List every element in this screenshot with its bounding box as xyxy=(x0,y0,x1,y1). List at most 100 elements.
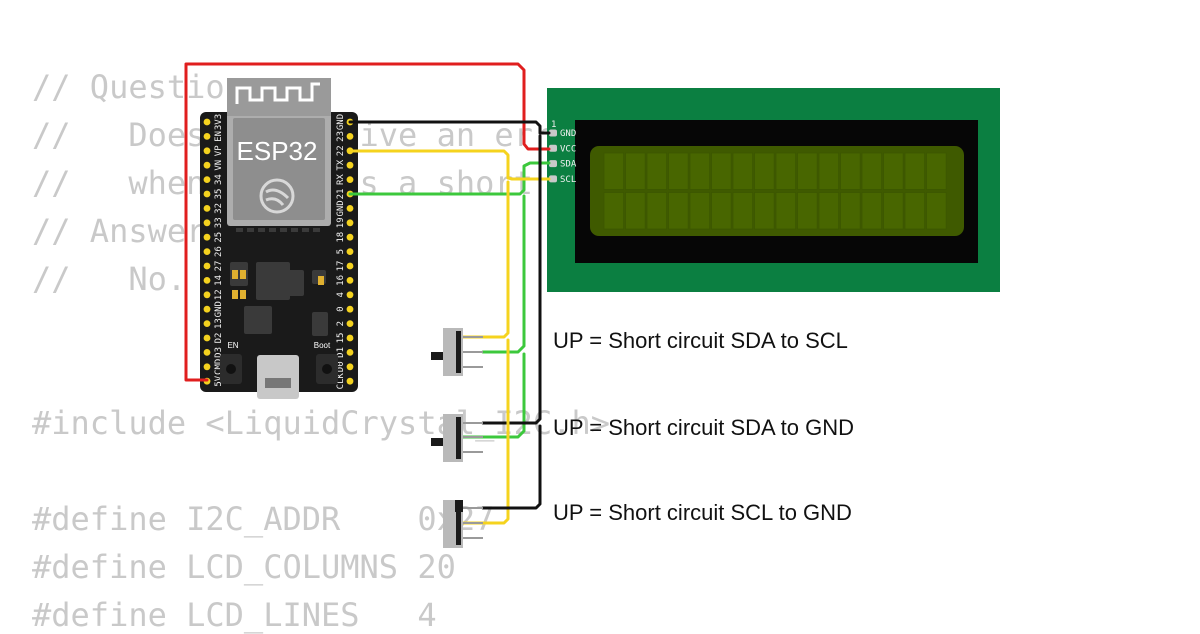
lcd-cell xyxy=(646,192,667,230)
esp32-pin[interactable] xyxy=(346,161,354,169)
esp32-pin[interactable] xyxy=(346,219,354,227)
lcd-cell xyxy=(926,152,947,190)
esp32-pin-label: GND xyxy=(336,200,346,216)
switch-slot xyxy=(456,417,461,459)
esp32-pin[interactable] xyxy=(203,161,211,169)
esp32-pin[interactable] xyxy=(346,377,354,385)
wire-gnd[interactable] xyxy=(348,120,551,135)
slide-switch-scl-gnd[interactable]: UP = Short circuit SCL to GND xyxy=(443,500,852,548)
lcd-pin-label: VCC xyxy=(560,144,576,154)
smd-component xyxy=(312,312,328,336)
smd-resistor xyxy=(240,270,246,279)
esp32-pin[interactable] xyxy=(346,248,354,256)
module-shield xyxy=(233,118,325,220)
wire-switch1-sda[interactable] xyxy=(481,194,526,354)
esp32-pin[interactable] xyxy=(203,133,211,140)
lcd-cell xyxy=(840,192,861,230)
esp32-pin[interactable] xyxy=(203,363,211,371)
antenna-trace-icon xyxy=(235,82,320,104)
esp32-pin[interactable] xyxy=(346,291,354,299)
esp32-pin[interactable] xyxy=(346,334,354,342)
esp32-pin-label: 32 xyxy=(214,203,224,214)
smd-component xyxy=(230,262,248,286)
lcd-cell xyxy=(625,192,646,230)
lcd-cell xyxy=(603,152,624,190)
esp32-pin-label: RX xyxy=(336,174,346,185)
code-include-line: #include <LiquidCrystal_I2C.h> xyxy=(32,404,610,442)
lcd-cell xyxy=(711,152,732,190)
lcd-pin[interactable] xyxy=(549,160,557,168)
esp32-pin[interactable] xyxy=(203,277,211,284)
wire-switch3-gnd[interactable] xyxy=(481,424,542,510)
lcd-pin[interactable] xyxy=(549,129,557,137)
esp32-pin-label: 14 xyxy=(214,275,224,286)
esp32-pin[interactable] xyxy=(203,190,211,198)
esp32-pin[interactable] xyxy=(346,305,354,313)
lcd-cell xyxy=(861,192,882,230)
esp32-pin[interactable] xyxy=(203,233,211,241)
esp32-pin-label: 33 xyxy=(214,217,224,228)
wire-vcc[interactable] xyxy=(184,62,551,382)
lcd-pin[interactable] xyxy=(549,144,557,152)
switch-slot xyxy=(456,503,461,545)
esp32-pin[interactable] xyxy=(203,176,211,184)
esp32-pin[interactable] xyxy=(346,205,354,212)
esp32-pin-label: 15 xyxy=(336,333,346,344)
esp32-pin[interactable] xyxy=(346,363,354,371)
esp32-pin[interactable] xyxy=(203,262,211,270)
esp32-pin-label: GND xyxy=(336,114,346,130)
esp32-pin[interactable] xyxy=(346,176,354,184)
esp32-pin[interactable] xyxy=(203,334,211,342)
lcd-cell xyxy=(668,192,689,230)
en-button-cap xyxy=(226,364,236,374)
usb-port xyxy=(257,355,299,399)
switch-handle[interactable] xyxy=(455,500,463,512)
module-pad xyxy=(280,228,287,232)
esp32-pin[interactable] xyxy=(346,320,354,327)
usb-port-slot xyxy=(265,378,291,388)
esp32-pin[interactable] xyxy=(203,291,211,299)
module-pad xyxy=(247,228,254,232)
module-pad xyxy=(236,228,243,232)
wire-switch1-scl[interactable] xyxy=(461,180,510,339)
esp32-pin[interactable] xyxy=(203,305,211,313)
wire-scl[interactable] xyxy=(348,149,551,181)
esp32-pin[interactable] xyxy=(346,262,354,270)
wire-switch2-sda[interactable] xyxy=(461,352,526,439)
esp32-board[interactable]: ESP32 3V3ENVPVN343532332526271412GND13D2… xyxy=(200,78,358,399)
esp32-pin-label: VP xyxy=(214,145,224,156)
esp32-pin-label: EN xyxy=(214,131,224,142)
esp32-pin[interactable] xyxy=(346,349,354,356)
esp32-pin[interactable] xyxy=(203,205,211,212)
esp32-pin[interactable] xyxy=(346,277,354,284)
esp32-pin[interactable] xyxy=(346,233,354,241)
wires[interactable] xyxy=(184,62,551,525)
lcd-pin1-marker: 1 xyxy=(551,120,556,130)
esp32-pin[interactable] xyxy=(203,320,211,327)
lcd-pin[interactable] xyxy=(549,175,557,183)
esp32-pin[interactable] xyxy=(203,219,211,227)
esp32-pin-label: 19 xyxy=(336,217,346,228)
esp32-pin-label: 2 xyxy=(336,321,346,326)
slide-switch-sda-scl[interactable]: UP = Short circuit SDA to SCL xyxy=(431,328,848,376)
wire-switch3-scl[interactable] xyxy=(461,338,510,525)
code-define-lines: #define LCD_LINES 4 xyxy=(32,596,437,634)
esp32-pin[interactable] xyxy=(203,248,211,256)
esp32-pin[interactable] xyxy=(203,147,211,155)
esp32-pin-label: 22 xyxy=(336,145,346,156)
switch-handle[interactable] xyxy=(431,352,443,360)
esp32-pin[interactable] xyxy=(203,118,211,126)
lcd-cell xyxy=(625,152,646,190)
slide-switch-sda-gnd[interactable]: UP = Short circuit SDA to GND xyxy=(431,414,854,462)
lcd-cell xyxy=(818,152,839,190)
esp32-pin[interactable] xyxy=(203,349,211,356)
lcd-cell xyxy=(775,192,796,230)
esp32-pin[interactable] xyxy=(346,133,354,140)
esp32-pin-label: TX xyxy=(336,159,346,170)
switch-handle[interactable] xyxy=(431,438,443,446)
esp32-pin-label: 3V3 xyxy=(214,114,224,130)
esp32-pin-label: 13 xyxy=(214,318,224,329)
